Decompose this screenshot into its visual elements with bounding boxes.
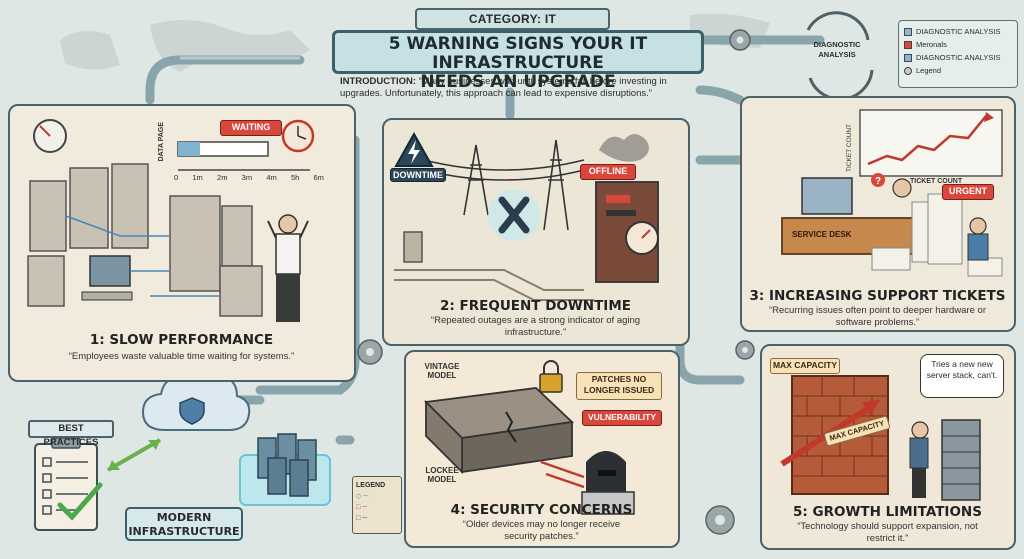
desktop-computer-icon xyxy=(81,255,133,301)
legend-label: DIAGNOSTIC ANALYSIS xyxy=(916,27,1001,36)
arrow-head-icon xyxy=(148,440,160,450)
legend-red-square-icon: □ ─ xyxy=(356,504,368,511)
best-practices-label: BEST PRACTICES xyxy=(28,420,114,448)
category-tag: CATEGORY: IT INFRASTRUCTURE xyxy=(415,8,610,44)
legend-diamond-icon: ◇ ─ xyxy=(356,493,369,500)
urgent-badge: URGENT xyxy=(942,184,994,200)
tick-label: 2m xyxy=(217,173,228,182)
legend-label: DIAGNOSTIC ANALYSIS xyxy=(916,53,1001,62)
tick-label: 4m xyxy=(266,173,277,182)
downtime-label: DOWNTIME xyxy=(390,168,446,182)
question-mark-icon: ? xyxy=(871,173,885,187)
panel-title: 4: SECURITY CONCERNS xyxy=(450,502,633,518)
panel-description: “Technology should support expansion, no… xyxy=(797,521,978,544)
panel-description: “Recurring issues often point to deeper … xyxy=(768,305,987,328)
panel-support-tickets: ? TICKET COUNT TICKET COUNT URGENT SERVI… xyxy=(740,96,1016,332)
legend-row: DIAGNOSTIC ANALYSIS xyxy=(904,51,1012,64)
old-servers xyxy=(27,163,263,317)
main-title: 5 WARNING SIGNS YOUR IT INFRASTRUCTURE N… xyxy=(332,30,704,92)
intro-label: INTRODUCTION: xyxy=(340,76,416,87)
network-cables xyxy=(65,215,220,297)
service-desk xyxy=(781,177,923,255)
hacker-figure xyxy=(581,451,635,515)
waiting-badge: WAITING xyxy=(220,120,282,136)
support-tickets-illustration: ? xyxy=(781,109,1003,277)
legend-bottom: LEGEND ◇ ─ □ ─ □ ─ xyxy=(352,476,402,534)
speech-bubble: Tries a new new server stack, can't. xyxy=(920,354,1004,398)
checklist-icon xyxy=(34,437,103,531)
legend-top-right: DIAGNOSTIC ANALYSIS Meronals DIAGNOSTIC … xyxy=(898,20,1018,88)
service-desk-label: SERVICE DESK xyxy=(792,230,852,239)
progress-fill xyxy=(178,142,200,156)
offline-badge: OFFLINE xyxy=(580,164,636,180)
chart-x-axis-label: TICKET COUNT xyxy=(910,178,963,185)
patches-badge: PATCHES NO LONGER ISSUED xyxy=(576,372,662,400)
tick-label: 1m xyxy=(192,173,203,182)
power-towers xyxy=(423,139,585,231)
legend-label: Meronals xyxy=(916,40,947,49)
introduction: INTRODUCTION: “Many businesses wait unti… xyxy=(340,76,696,100)
burning-server xyxy=(595,134,659,283)
padlock-icon xyxy=(539,360,563,393)
legend-bottom-title: LEGEND xyxy=(356,482,386,489)
ground-pipes xyxy=(394,269,594,301)
gear-icon xyxy=(904,66,912,75)
stressed-employee xyxy=(267,214,309,322)
gear-holes xyxy=(366,36,748,525)
legend-row: DIAGNOSTIC ANALYSIS xyxy=(904,25,1012,38)
panel-security-concerns: VINTAGE MODEL LOCKEE MODEL PATCHES NO LO… xyxy=(404,350,680,548)
title-line-2: NEEDS AN UPGRADE xyxy=(420,72,616,92)
tick-label: 6m xyxy=(313,173,324,182)
tick-label: 5h xyxy=(290,173,300,182)
lightning-bolt-icon xyxy=(394,131,434,167)
panel-title: 1: SLOW PERFORMANCE xyxy=(89,332,274,348)
legend-grey-square-icon: □ ─ xyxy=(356,515,368,522)
title-line-1: 5 WARNING SIGNS YOUR IT INFRASTRUCTURE xyxy=(388,34,648,73)
downtime-badge xyxy=(394,131,434,168)
vulnerability-badge: VULNERABILITY xyxy=(582,410,662,426)
tick-label: 0 xyxy=(174,173,179,182)
security-illustration xyxy=(424,360,635,515)
swatch-red-x-icon xyxy=(904,40,912,49)
max-capacity-badge: MAX CAPACITY xyxy=(770,358,840,374)
panel-title: 2: FREQUENT DOWNTIME xyxy=(440,298,631,314)
modern-infrastructure-label: MODERN INFRASTRUCTURE xyxy=(125,507,243,541)
legend-row: Legend xyxy=(904,64,1012,77)
panel-description: “Employees waste valuable time waiting f… xyxy=(68,351,295,362)
paper-stacks xyxy=(871,193,1003,277)
lockee-model-label: LOCKEE MODEL xyxy=(425,466,459,484)
panel-description: “Repeated outages are a strong indicator… xyxy=(430,315,641,338)
slow-performance-illustration xyxy=(27,119,315,322)
panel-description: “Older devices may no longer receive sec… xyxy=(462,519,621,542)
stressed-agent xyxy=(967,217,989,261)
panel-slow-performance: WAITING DATA PAGE 0 1m 2m 3m 4m 5h 6m 1:… xyxy=(8,104,356,382)
power-outage-x-icon xyxy=(488,189,540,241)
connector-arrow xyxy=(107,438,161,472)
swatch-blue-icon xyxy=(904,53,912,62)
data-page-label: DATA PAGE xyxy=(158,122,165,162)
utility-box-icon xyxy=(403,231,423,263)
tick-label: 3m xyxy=(241,173,253,182)
chart-y-axis-label: TICKET COUNT xyxy=(846,124,853,172)
vintage-model-label: VINTAGE MODEL xyxy=(424,362,460,380)
panel-title: 5: GROWTH LIMITATIONS xyxy=(793,504,982,520)
modern-server-cluster xyxy=(239,433,331,506)
swatch-blue-icon xyxy=(904,27,912,36)
worker-pushing-server xyxy=(909,419,981,501)
old-router xyxy=(424,387,574,475)
panel-frequent-downtime: DOWNTIME OFFLINE 2: FREQUENT DOWNTIME “R… xyxy=(382,118,690,346)
ticket-chart xyxy=(859,109,1003,177)
legend-label: Legend xyxy=(916,66,942,75)
time-ticks: 0 1m 2m 3m 4m 5h 6m xyxy=(174,173,324,182)
diagnostic-cycle-label: DIAGNOSTIC ANALYSIS xyxy=(813,40,861,59)
intro-text: “Many businesses wait until systems fail… xyxy=(340,76,667,99)
arrow-head-icon xyxy=(108,460,120,470)
downtime-illustration xyxy=(394,134,659,301)
attack-arrows xyxy=(540,460,585,489)
panel-title: 3: INCREASING SUPPORT TICKETS xyxy=(749,288,1006,304)
svg-text:?: ? xyxy=(875,176,881,187)
legend-row: Meronals xyxy=(904,38,1012,51)
